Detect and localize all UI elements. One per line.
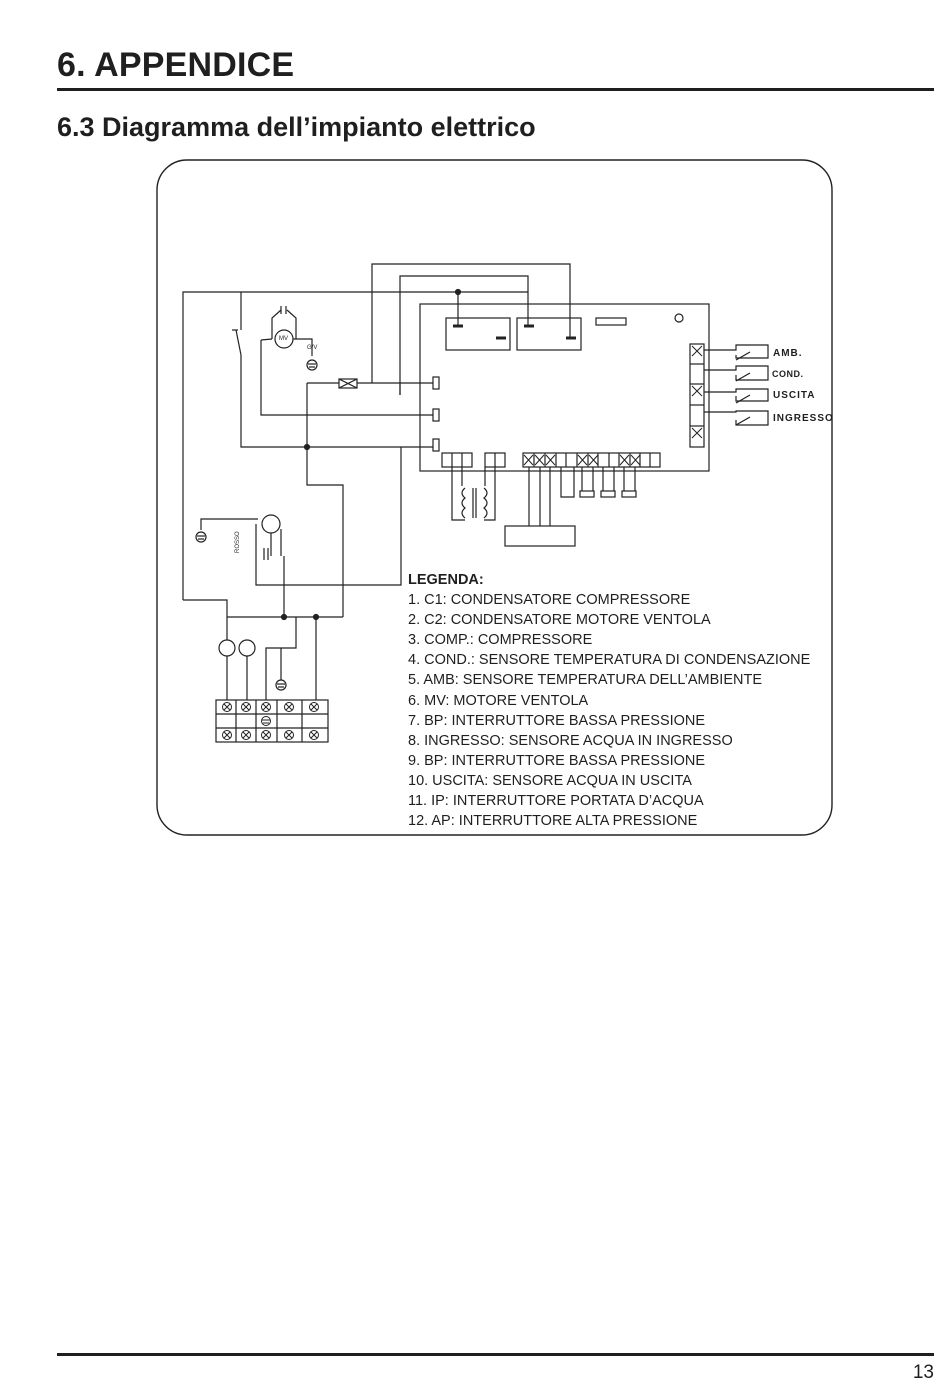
legend-item: 1. C1: CONDENSATORE COMPRESSORE [408,592,691,609]
legend-item: 2. C2: CONDENSATORE MOTORE VENTOLA [408,612,711,629]
relay-1 [445,317,511,351]
sensor-label-cond: COND. [772,369,804,379]
section-title: 6.3 Diagramma dell’impianto elettrico [57,112,536,142]
chapter-title: 6. APPENDICE [57,46,295,84]
diagram-frame [156,159,833,836]
legend: LEGENDA: 1. C1: CONDENSATORE COMPRESSORE… [408,570,810,831]
sensor-label-amb: AMB. [773,348,803,359]
wiring-diagram [156,159,833,836]
terminal-block [215,699,329,743]
footer-rule [57,1353,934,1356]
legend-item: 5. AMB: SENSORE TEMPERATURA DELL’AMBIENT… [408,672,763,689]
legend-item: 7. BP: INTERRUTTORE BASSA PRESSIONE [408,712,706,729]
board-indicator [595,317,627,326]
compressor [261,514,281,534]
rosso-label: ROSSO [235,531,241,553]
sensor-label-uscita: USCITA [773,390,816,401]
legend-item: 11. IP: INTERRUTTORE PORTATA D’ACQUA [408,793,704,810]
legend-item: 3. COMP.: COMPRESSORE [408,632,593,649]
legend-item: 12. AP: INTERRUTTORE ALTA PRESSIONE [408,813,698,830]
legend-item: 9. BP: INTERRUTTORE BASSA PRESSIONE [408,752,706,769]
header-rule [57,88,934,91]
legend-title: LEGENDA: [408,572,484,588]
legend-item: 6. MV: MOTORE VENTOLA [408,692,589,709]
gv-label: G/V [307,345,318,351]
motor-label: MV [279,336,288,342]
sensor-label-ingresso: INGRESSO [773,413,834,424]
relay-2 [516,317,582,351]
legend-item: 10. USCITA: SENSORE ACQUA IN USCITA [408,772,692,789]
page-number: 13 [912,1362,934,1383]
legend-item: 8. INGRESSO: SENSORE ACQUA IN INGRESSO [408,732,733,749]
pressure-switch-block [504,525,576,547]
control-board [419,303,710,472]
legend-item: 4. COND.: SENSORE TEMPERATURA DI CONDENS… [408,652,811,669]
board-led [674,313,684,323]
